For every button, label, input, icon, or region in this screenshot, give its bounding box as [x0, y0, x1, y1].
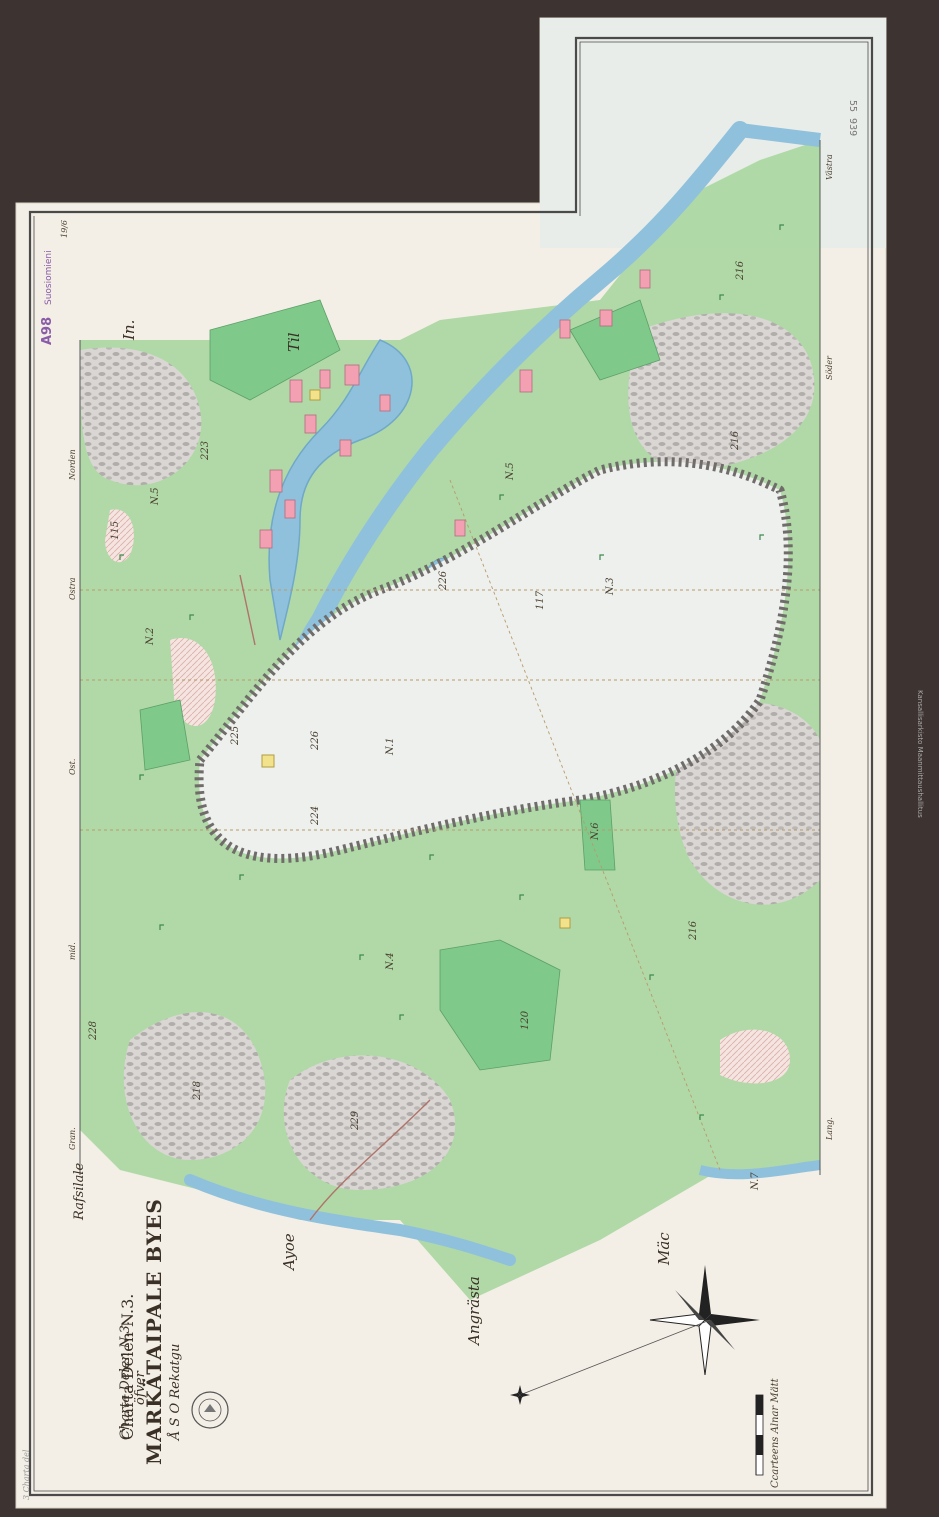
field-3 — [439, 939, 561, 1071]
river — [276, 121, 749, 709]
lot-no5b: N.5 — [505, 462, 516, 480]
edge-ostra: Ostra — [68, 577, 77, 600]
village-buildings — [259, 269, 651, 549]
lot-no2: N.2 — [145, 627, 156, 645]
field-4 — [579, 799, 616, 871]
parcel-115: 115 — [110, 520, 121, 540]
pencil-note: 3 Charta del — [22, 1449, 31, 1500]
clearing — [194, 457, 793, 863]
parcel-228: 228 — [88, 1020, 99, 1040]
field-2 — [569, 299, 661, 381]
lot-no1: N.1 — [385, 737, 396, 755]
parcel-216b: 216 — [730, 430, 741, 450]
meridian-line — [519, 1319, 711, 1396]
edge-lines — [79, 140, 821, 1175]
archive-seal — [191, 1391, 229, 1429]
sand-3 — [105, 509, 134, 563]
place-in: In. — [120, 319, 138, 340]
yellow-building-3 — [559, 917, 571, 929]
parcel-117: 117 — [535, 590, 546, 610]
river-upper — [739, 123, 821, 147]
river-south — [698, 1160, 821, 1180]
lot-no3: N.3 — [605, 577, 616, 595]
place-rafsilale: Rafsilale — [72, 1162, 87, 1220]
parcel-224: 224 — [310, 805, 321, 825]
inventory-text: Kansallisarkisto Maanmittaushallitus — [916, 690, 924, 818]
lot-no5a: N.5 — [150, 487, 161, 505]
archive-stamp: A98 — [40, 316, 55, 345]
parcel-120: 120 — [520, 1010, 531, 1030]
parcel-223: 223 — [200, 440, 211, 460]
parcel-225: 225 — [230, 725, 241, 745]
edge-ost: Ost. — [68, 758, 77, 775]
lot-no6: N.6 — [590, 822, 601, 840]
place-mac: Mäc — [655, 1232, 673, 1265]
sand-1 — [170, 638, 216, 727]
rock-area-1 — [80, 347, 202, 486]
edge-lang: Lang. — [825, 1117, 834, 1140]
compass-rose — [649, 1265, 760, 1376]
parcel-216a: 216 — [735, 260, 746, 280]
parcel-218: 218 — [192, 1080, 203, 1100]
title-line-4: Å S O Rekatgu — [168, 1343, 183, 1440]
edge-sod: Söder — [825, 356, 834, 380]
archive-stamp-sub: Suosiomieni — [44, 250, 54, 305]
sand-2 — [720, 1029, 790, 1084]
map-title: MARKÄTAIPALE BYES — [142, 1198, 166, 1465]
rock-area-2 — [628, 313, 815, 471]
place-ayoe: Ayoe — [280, 1233, 298, 1270]
lower-river — [184, 1174, 516, 1266]
title-line-1: Charta Delen N.3. — [118, 1321, 133, 1440]
parcel-216c: 216 — [688, 920, 699, 940]
small-compass — [510, 1385, 530, 1405]
road — [239, 574, 256, 646]
place-til: Til — [285, 332, 303, 352]
edge-gran: Gran. — [68, 1127, 77, 1150]
corner-mark: 19/6 — [60, 220, 69, 238]
lot-no4: N.4 — [385, 952, 396, 970]
scale-label: Ccarteens Alnar Mätt — [770, 1378, 781, 1488]
rock-area-4 — [283, 1055, 456, 1190]
rock-area-3 — [123, 1012, 266, 1160]
road-2 — [309, 1099, 431, 1221]
archive-number: 55 939 — [847, 100, 858, 137]
edge-vast: Västra — [825, 154, 834, 180]
yellow-building-2 — [261, 754, 275, 768]
lot-no7: N.7 — [750, 1172, 761, 1190]
field-1 — [209, 299, 341, 401]
yellow-building-1 — [309, 389, 321, 401]
edge-nord: Norden — [68, 449, 77, 480]
map-border-inner — [33, 41, 869, 1492]
place-angrasta: Angrästa — [465, 1276, 483, 1345]
map-border — [28, 36, 874, 1497]
grass-marks — [119, 224, 784, 1120]
scale-bar — [755, 1394, 764, 1476]
edge-mid: mid. — [68, 942, 77, 960]
bay — [268, 339, 413, 641]
parcel-226b: 226 — [310, 730, 321, 750]
field-5 — [139, 699, 191, 771]
parcel-226a: 226 — [438, 570, 449, 590]
parcel-229: 229 — [350, 1110, 361, 1130]
rock-area-5 — [675, 702, 820, 905]
